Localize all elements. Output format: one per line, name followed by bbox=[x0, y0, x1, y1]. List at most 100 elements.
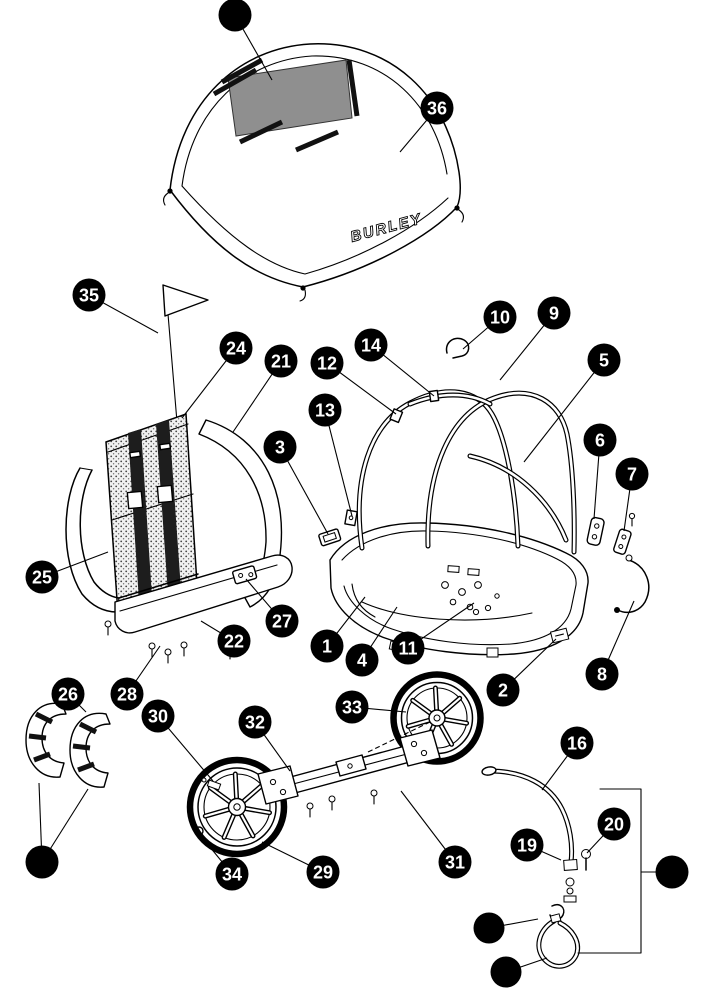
canopy-tie-down bbox=[300, 285, 306, 291]
svg-text:27: 27 bbox=[272, 612, 292, 632]
hitch-arm-assembly bbox=[481, 766, 656, 969]
frame-bracket bbox=[232, 565, 258, 585]
callout-14: 14 bbox=[354, 328, 388, 362]
svg-text:32: 32 bbox=[245, 713, 265, 733]
callout-5: 5 bbox=[587, 343, 621, 377]
svg-text:20: 20 bbox=[604, 815, 624, 835]
canopy-trim-strip bbox=[238, 119, 284, 145]
callout-6: 6 bbox=[583, 423, 617, 457]
svg-text:5: 5 bbox=[599, 351, 609, 371]
svg-text:12: 12 bbox=[317, 354, 337, 374]
roll-cage-frame bbox=[344, 337, 577, 555]
canopy-assembly: BURLEY bbox=[162, 43, 465, 302]
hitch-bolt bbox=[581, 849, 591, 871]
callout-33: 33 bbox=[335, 690, 369, 724]
cotter-pin bbox=[194, 826, 210, 845]
canopy-tie-down bbox=[454, 205, 460, 211]
callouts: 36 35 24 21 12 14 10 9 5 13 3 6 7 25 26 … bbox=[25, 0, 689, 988]
svg-text:19: 19 bbox=[517, 836, 537, 856]
callout-24: 24 bbox=[219, 331, 253, 365]
svg-text:10: 10 bbox=[490, 308, 510, 328]
svg-text:36: 36 bbox=[427, 99, 447, 119]
canopy-tie-down bbox=[167, 188, 173, 194]
svg-text:6: 6 bbox=[595, 431, 605, 451]
callout-11: 11 bbox=[391, 631, 425, 665]
harness-strap bbox=[156, 420, 181, 594]
callout-32: 32 bbox=[238, 705, 272, 739]
harness-buckle bbox=[126, 490, 144, 510]
callout-12: 12 bbox=[310, 346, 344, 380]
svg-text:29: 29 bbox=[313, 863, 333, 883]
svg-text:21: 21 bbox=[271, 352, 291, 372]
frame-clip bbox=[344, 509, 358, 527]
svg-text:26: 26 bbox=[58, 685, 78, 705]
strap-plate bbox=[318, 528, 342, 547]
svg-text:31: 31 bbox=[445, 853, 465, 873]
callout-dot-left bbox=[25, 845, 59, 879]
canopy-trim-strip bbox=[295, 129, 339, 153]
harness-strap bbox=[128, 429, 152, 601]
callout-19: 19 bbox=[510, 828, 544, 862]
callout-8: 8 bbox=[585, 657, 619, 691]
callout-21: 21 bbox=[264, 344, 298, 378]
svg-text:34: 34 bbox=[222, 865, 242, 885]
wheel-left bbox=[186, 756, 288, 858]
svg-text:2: 2 bbox=[498, 681, 508, 701]
callout-26: 26 bbox=[51, 677, 85, 711]
svg-text:16: 16 bbox=[567, 734, 587, 754]
callout-20: 20 bbox=[597, 807, 631, 841]
callout-28: 28 bbox=[110, 677, 144, 711]
svg-text:1: 1 bbox=[322, 637, 332, 657]
callout-1: 1 bbox=[310, 629, 344, 663]
callout-35: 35 bbox=[72, 278, 106, 312]
callout-13: 13 bbox=[308, 393, 342, 427]
wheel-guards bbox=[25, 702, 111, 788]
svg-text:11: 11 bbox=[398, 639, 417, 659]
svg-text:25: 25 bbox=[32, 568, 52, 588]
svg-text:9: 9 bbox=[549, 304, 559, 324]
tension-arm bbox=[617, 559, 650, 614]
callout-16: 16 bbox=[560, 726, 594, 760]
callout-dot-top bbox=[218, 0, 252, 32]
svg-text:30: 30 bbox=[148, 707, 168, 727]
callout-30: 30 bbox=[141, 699, 175, 733]
flag-pennant bbox=[162, 284, 209, 317]
callout-3: 3 bbox=[263, 430, 297, 464]
svg-text:7: 7 bbox=[627, 465, 637, 485]
callout-circle bbox=[218, 0, 252, 32]
callout-dot-hitch-2 bbox=[490, 956, 522, 988]
hitch-brackets bbox=[586, 512, 650, 614]
wheel-guard-right bbox=[69, 712, 111, 788]
canopy-mesh-window bbox=[227, 59, 353, 137]
harness-buckle bbox=[156, 484, 174, 504]
callout-34: 34 bbox=[215, 857, 249, 891]
lower-frame bbox=[104, 554, 293, 664]
canopy-bow bbox=[198, 419, 283, 608]
callout-29: 29 bbox=[306, 855, 340, 889]
canopy-trim-strip bbox=[220, 57, 264, 85]
callout-27: 27 bbox=[265, 604, 299, 638]
wheel-guard-left bbox=[25, 702, 67, 778]
canopy-trim-strip bbox=[346, 59, 360, 117]
callout-dot-right bbox=[655, 855, 689, 889]
callout-dot-hitch-1 bbox=[473, 912, 505, 944]
trailer-body-tub bbox=[329, 522, 589, 658]
callout-36: 36 bbox=[420, 91, 454, 125]
axle-crossbar-assembly bbox=[194, 721, 441, 845]
callout-10: 10 bbox=[483, 300, 517, 334]
callout-4: 4 bbox=[345, 643, 379, 677]
canopy-trim-strip bbox=[212, 67, 258, 97]
callout-9: 9 bbox=[537, 296, 571, 330]
hitch-head bbox=[563, 858, 578, 871]
svg-text:24: 24 bbox=[226, 339, 246, 359]
svg-text:22: 22 bbox=[224, 632, 244, 652]
svg-text:13: 13 bbox=[315, 401, 335, 421]
svg-text:8: 8 bbox=[597, 665, 607, 685]
callout-2: 2 bbox=[486, 673, 520, 707]
callout-31: 31 bbox=[438, 845, 472, 879]
svg-text:3: 3 bbox=[275, 438, 285, 458]
seat-back-assembly bbox=[105, 412, 198, 616]
retainer-hook bbox=[445, 337, 470, 359]
axle-tab bbox=[486, 647, 499, 658]
